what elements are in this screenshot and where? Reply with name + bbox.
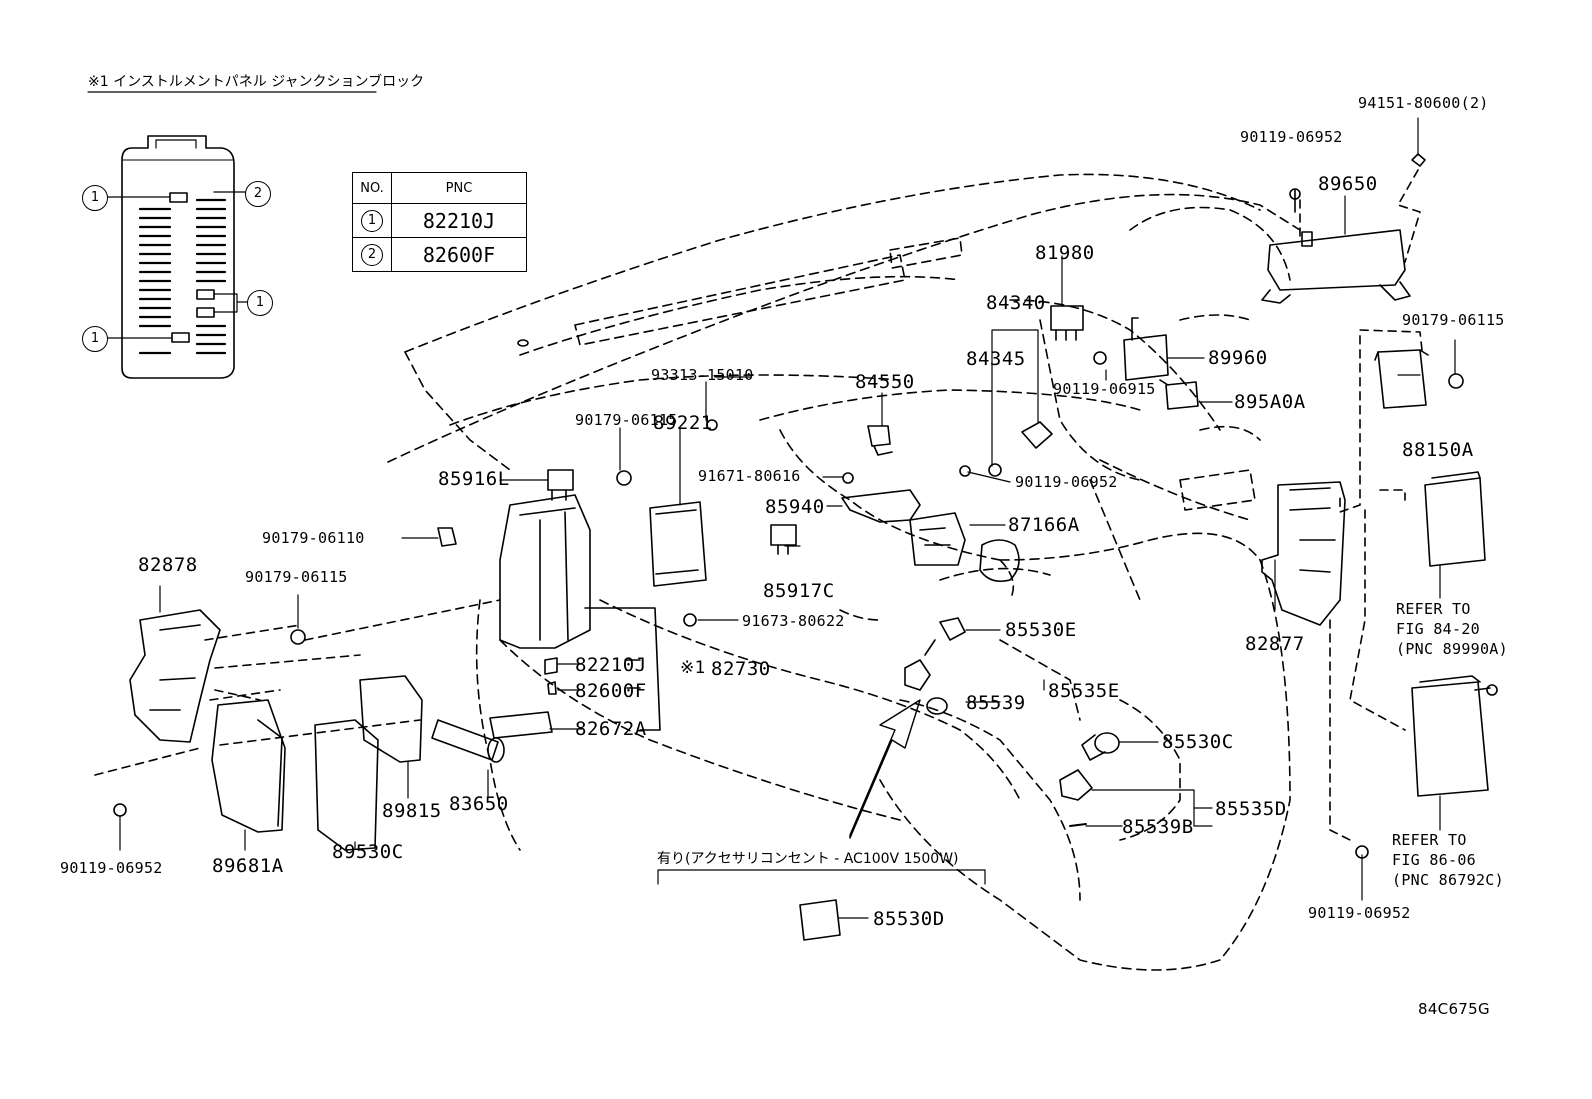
label-85535D: 85535D: [1215, 798, 1287, 820]
component-89815: [359, 675, 423, 763]
ref1-line3: (PNC 89990A): [1396, 640, 1508, 658]
dashboard-outline: [387, 173, 1301, 971]
label-82730: 82730: [711, 658, 771, 680]
label-90119-06952-c: 90119-06952: [1015, 473, 1118, 491]
label-90179-06110: 90179-06110: [262, 529, 365, 547]
row-number: 2: [361, 244, 383, 266]
ref1-line1: REFER TO: [1396, 600, 1471, 618]
junction-block-note: ※1 インストルメントパネル ジャンクションブロック: [88, 74, 425, 90]
label-85530D: 85530D: [873, 908, 945, 930]
table-row: 1 82210J: [352, 203, 527, 238]
label-87166A: 87166A: [1008, 514, 1080, 536]
component-86792C-ref: [1411, 675, 1498, 797]
component-85917C: [770, 524, 797, 555]
label-89960: 89960: [1208, 347, 1268, 369]
label-895A0A: 895A0A: [1234, 391, 1306, 413]
label-89650: 89650: [1318, 173, 1378, 195]
label-84340: 84340: [986, 292, 1046, 314]
label-82210J: 82210J: [575, 654, 647, 676]
label-90119-06952-d: 90119-06952: [60, 859, 163, 877]
label-81980: 81980: [1035, 242, 1095, 264]
label-84550: 84550: [855, 371, 915, 393]
component-85940: [841, 489, 921, 523]
label-90179-06115-far-left: 90179-06115: [245, 568, 348, 586]
header-no: NO.: [352, 172, 392, 204]
label-91671-80616: 91671-80616: [698, 467, 801, 485]
component-89530C: [314, 719, 379, 851]
component-81980: [1050, 305, 1084, 341]
table-row: 2 82600F: [352, 237, 527, 272]
label-85917C: 85917C: [763, 580, 835, 602]
label-85539B: 85539B: [1122, 816, 1194, 838]
option-note: 有り(アクセサリコンセント - AC100V 1500W): [657, 851, 959, 867]
label-91673-80622: 91673-80622: [742, 612, 845, 630]
label-90179-06115-right: 90179-06115: [1402, 311, 1505, 329]
label-85539: 85539: [966, 692, 1026, 714]
callout-1-bottom: 1: [82, 326, 108, 352]
label-85535E: 85535E: [1048, 680, 1120, 702]
row-pnc: 82600F: [391, 237, 527, 272]
ref2-line2: FIG 86-06: [1392, 851, 1476, 869]
callout-1-top: 1: [82, 185, 108, 211]
label-93313-15010: 93313-15010: [651, 366, 754, 384]
label-85530E: 85530E: [1005, 619, 1077, 641]
label-94151-80600: 94151-80600(2): [1358, 94, 1489, 112]
label-90179-06115-left: 90179-06115: [575, 411, 678, 429]
component-89221: [649, 501, 707, 587]
label-90119-06952-a: 90119-06952: [1240, 128, 1343, 146]
component-85535E: [904, 659, 931, 691]
component-83650: [431, 719, 505, 763]
label-82730-mark: ※1: [680, 658, 707, 678]
label-89815: 89815: [382, 800, 442, 822]
component-85530C: [1081, 732, 1120, 761]
label-85530C: 85530C: [1162, 731, 1234, 753]
label-83650: 83650: [449, 793, 509, 815]
junction-block-drawing: [121, 135, 235, 379]
label-90119-06915: 90119-06915: [1053, 380, 1156, 398]
component-85530D: [799, 899, 841, 941]
figure-code: 84C675G: [1418, 1000, 1490, 1018]
component-84345: [988, 421, 1053, 477]
label-89681A: 89681A: [212, 855, 284, 877]
label-82600F: 82600F: [575, 680, 647, 702]
component-82730: [499, 494, 591, 649]
label-89530C: 89530C: [332, 841, 404, 863]
label-82672A: 82672A: [575, 718, 647, 740]
label-82878: 82878: [138, 554, 198, 576]
ref2-line1: REFER TO: [1392, 831, 1467, 849]
component-82878: [129, 609, 221, 743]
row-number: 1: [361, 210, 383, 232]
component-87166A: [909, 512, 966, 566]
component-89681A: [211, 699, 286, 833]
component-88150A: [1374, 349, 1464, 409]
label-84345: 84345: [966, 348, 1026, 370]
label-85940: 85940: [765, 496, 825, 518]
label-89221: 89221: [653, 412, 713, 434]
component-85530E: [924, 617, 966, 656]
component-82877: [1261, 481, 1346, 626]
component-89960: [1093, 317, 1169, 381]
callout-1-right: 1: [247, 290, 273, 316]
component-85535D: [1059, 769, 1093, 801]
pnc-table-header: NO. PNC: [352, 172, 527, 204]
row-pnc: 82210J: [391, 203, 527, 238]
header-pnc: PNC: [391, 172, 527, 204]
pnc-table: NO. PNC 1 82210J 2 82600F: [352, 172, 527, 272]
component-89650: [1261, 229, 1411, 304]
label-88150A: 88150A: [1402, 439, 1474, 461]
label-90119-06952-e: 90119-06952: [1308, 904, 1411, 922]
callout-2: 2: [245, 181, 271, 207]
component-895A0A: [1159, 379, 1199, 410]
ref1-line2: FIG 84-20: [1396, 620, 1480, 638]
ref2-line3: (PNC 86792C): [1392, 871, 1504, 889]
label-85916L: 85916L: [438, 468, 510, 490]
component-84550: [867, 425, 893, 456]
label-82877: 82877: [1245, 633, 1305, 655]
component-89990A-ref: [1424, 471, 1486, 567]
